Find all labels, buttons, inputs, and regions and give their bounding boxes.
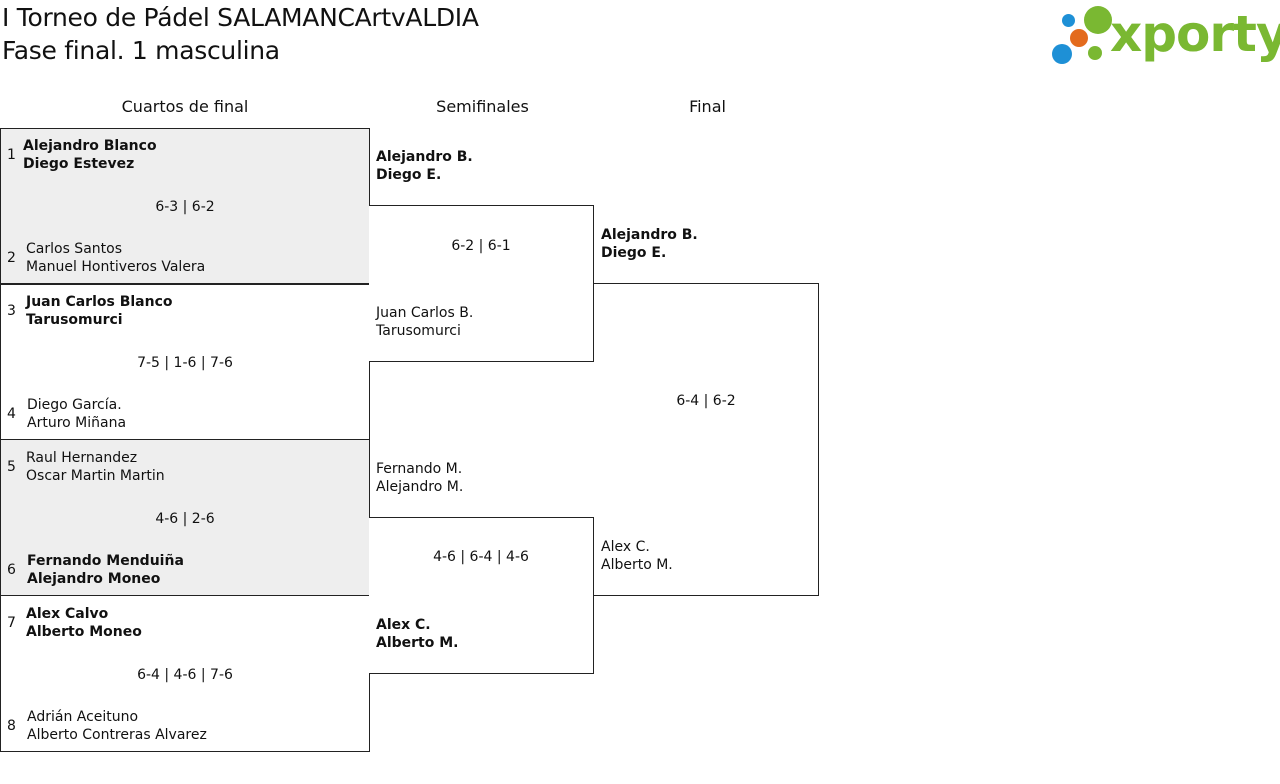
seed-number: 4 — [7, 406, 16, 422]
player-name: Juan Carlos B. — [376, 305, 474, 321]
match-score: 6-2 | 6-1 — [451, 238, 511, 254]
xporty-logo[interactable]: xporty — [1050, 4, 1280, 68]
logo-wordmark: xporty — [1110, 5, 1280, 63]
team-bottom[interactable]: Carlos Santos Manuel Hontiveros Valera — [26, 240, 205, 276]
seed-number: 8 — [7, 718, 16, 734]
match-score: 6-3 | 6-2 — [155, 199, 215, 215]
team-bottom[interactable]: Adrián Aceituno Alberto Contreras Alvare… — [27, 708, 207, 744]
semifinal-2-team-bottom-winner[interactable]: Alex C. Alberto M. — [376, 616, 459, 652]
player-name: Alberto Contreras Alvarez — [27, 727, 207, 743]
player-name: Alejandro B. — [601, 227, 698, 243]
player-name: Arturo Miñana — [27, 415, 127, 431]
player-name: Carlos Santos — [26, 241, 122, 257]
seed-number: 7 — [7, 615, 16, 631]
player-name: Alex Calvo — [26, 606, 109, 622]
seed-number: 5 — [7, 459, 16, 475]
semifinal-2-team-top[interactable]: Fernando M. Alejandro M. — [376, 460, 463, 496]
player-name: Alejandro Blanco — [23, 138, 157, 154]
player-name: Alberto M. — [376, 635, 459, 651]
player-name: Alejandro M. — [376, 479, 464, 495]
player-name: Diego García. — [27, 397, 122, 413]
player-name: Tarusomurci — [26, 312, 123, 328]
player-name: Alex C. — [376, 617, 431, 633]
seed-number: 1 — [7, 147, 16, 163]
semifinal-match-1[interactable]: 6-2 | 6-1 — [369, 205, 594, 362]
team-bottom-winner[interactable]: Fernando Menduiña Alejandro Moneo — [27, 552, 184, 588]
player-name: Adrián Aceituno — [27, 709, 139, 725]
player-name: Alberto Moneo — [26, 624, 142, 640]
player-name: Tarusomurci — [376, 323, 461, 339]
team-top[interactable]: Raul Hernandez Oscar Martin Martin — [26, 449, 165, 485]
player-name: Fernando Menduiña — [27, 553, 184, 569]
team-bottom[interactable]: Diego García. Arturo Miñana — [27, 396, 126, 432]
quarterfinal-match-4[interactable]: 7 Alex Calvo Alberto Moneo 6-4 | 4-6 | 7… — [0, 595, 370, 752]
player-name: Alberto M. — [601, 557, 673, 573]
player-name: Alex C. — [601, 539, 650, 555]
round-header-quarterfinals: Cuartos de final — [121, 97, 249, 116]
final-team-bottom[interactable]: Alex C. Alberto M. — [601, 538, 673, 574]
phase-subtitle: Fase final. 1 masculina — [2, 36, 280, 65]
player-name: Juan Carlos Blanco — [26, 294, 173, 310]
round-header-final: Final — [689, 97, 726, 116]
player-name: Diego E. — [601, 245, 667, 261]
semifinal-1-team-top-winner[interactable]: Alejandro B. Diego E. — [376, 148, 473, 184]
semifinal-match-2[interactable]: 4-6 | 6-4 | 4-6 — [369, 517, 594, 674]
final-team-top-winner[interactable]: Alejandro B. Diego E. — [601, 226, 698, 262]
quarterfinal-match-1[interactable]: 1 Alejandro Blanco Diego Estevez 6-3 | 6… — [0, 128, 370, 285]
player-name: Fernando M. — [376, 461, 463, 477]
team-top-winner[interactable]: Alex Calvo Alberto Moneo — [26, 605, 142, 641]
player-name: Manuel Hontiveros Valera — [26, 259, 206, 275]
round-header-semifinals: Semifinales — [436, 97, 529, 116]
match-score: 6-4 | 6-2 — [676, 393, 736, 409]
player-name: Diego Estevez — [23, 156, 135, 172]
quarterfinal-match-2[interactable]: 3 Juan Carlos Blanco Tarusomurci 7-5 | 1… — [0, 283, 370, 440]
quarterfinal-match-3[interactable]: 5 Raul Hernandez Oscar Martin Martin 4-6… — [0, 439, 370, 596]
seed-number: 2 — [7, 250, 16, 266]
tournament-title: I Torneo de Pádel SALAMANCArtvALDIA — [2, 3, 479, 32]
match-score: 6-4 | 4-6 | 7-6 — [137, 667, 233, 683]
match-score: 4-6 | 6-4 | 4-6 — [433, 549, 529, 565]
player-name: Diego E. — [376, 167, 442, 183]
player-name: Raul Hernandez — [26, 450, 138, 466]
player-name: Oscar Martin Martin — [26, 468, 165, 484]
team-top-winner[interactable]: Juan Carlos Blanco Tarusomurci — [26, 293, 173, 329]
semifinal-1-team-bottom[interactable]: Juan Carlos B. Tarusomurci — [376, 304, 473, 340]
seed-number: 6 — [7, 562, 16, 578]
seed-number: 3 — [7, 303, 16, 319]
final-match[interactable]: 6-4 | 6-2 — [594, 283, 819, 596]
player-name: Alejandro B. — [376, 149, 473, 165]
match-score: 4-6 | 2-6 — [155, 511, 215, 527]
match-score: 7-5 | 1-6 | 7-6 — [137, 355, 233, 371]
team-top-winner[interactable]: Alejandro Blanco Diego Estevez — [23, 137, 157, 173]
player-name: Alejandro Moneo — [27, 571, 161, 587]
